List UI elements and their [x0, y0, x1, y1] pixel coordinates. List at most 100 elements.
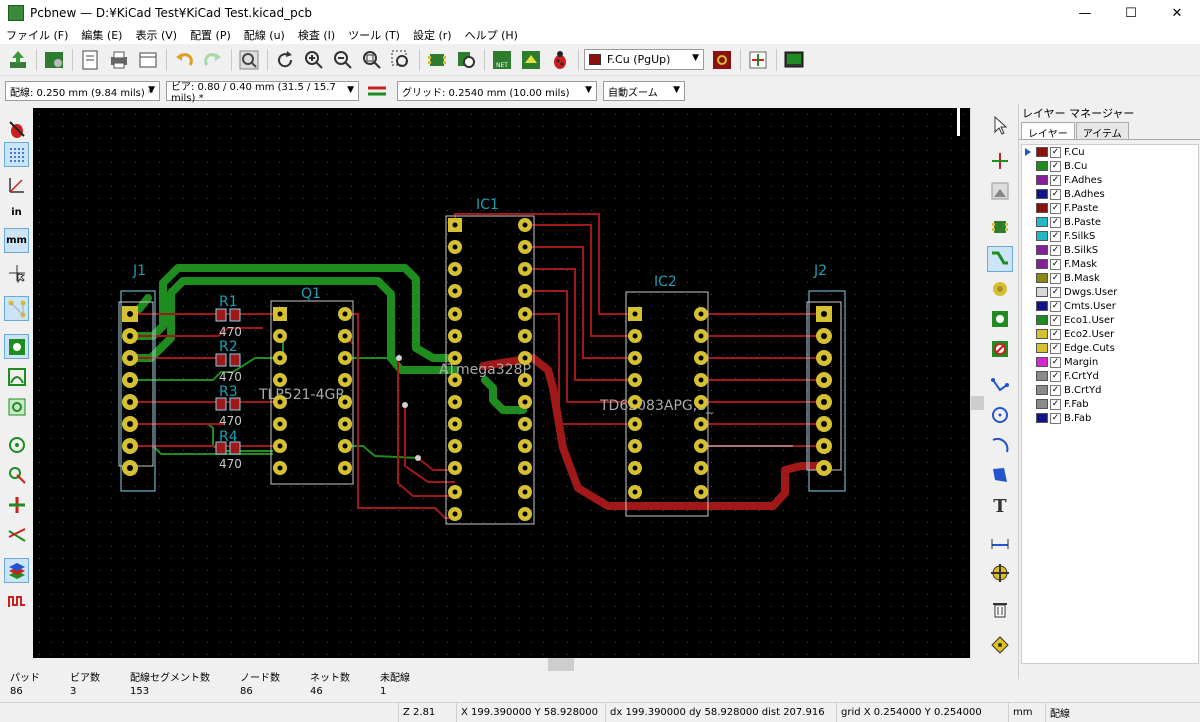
drc-off-button[interactable] [4, 116, 29, 141]
layer-color-swatch[interactable] [1036, 189, 1048, 199]
layer-row-eco2-user[interactable]: ✓Eco2.User [1022, 327, 1198, 341]
horizontal-scroll-thumb[interactable] [548, 658, 574, 671]
vertical-scroll-thumb[interactable] [971, 396, 984, 410]
layer-row-cmts-user[interactable]: ✓Cmts.User [1022, 299, 1198, 313]
zone-outline-display-button[interactable] [4, 364, 29, 389]
menu-place[interactable]: 配置 (P) [190, 29, 231, 42]
inch-units-button[interactable]: in [4, 200, 29, 225]
menu-preferences[interactable]: 設定 (r) [412, 29, 452, 42]
minimize-button[interactable]: — [1078, 5, 1092, 21]
track-width-select[interactable]: 配線: 0.250 mm (9.84 mils) * ▼ [5, 81, 160, 101]
layer-color-swatch[interactable] [1036, 413, 1048, 423]
redo-button[interactable] [201, 48, 225, 72]
add-footprint-button[interactable] [987, 214, 1013, 240]
layer-visibility-checkbox[interactable]: ✓ [1050, 188, 1061, 200]
pad-sketch-button[interactable] [4, 432, 29, 457]
save-board-button[interactable] [6, 48, 30, 72]
layer-row-f-paste[interactable]: ✓F.Paste [1022, 201, 1198, 215]
high-contrast-button[interactable] [4, 522, 29, 547]
zone-fill-display-button[interactable] [4, 334, 29, 359]
layer-row-margin[interactable]: ✓Margin [1022, 355, 1198, 369]
tab-layers[interactable]: レイヤー [1021, 122, 1075, 140]
add-target-button[interactable] [987, 560, 1013, 586]
zoom-out-button[interactable] [331, 48, 355, 72]
layer-row-b-crtyd[interactable]: ✓B.CrtYd [1022, 383, 1198, 397]
layer-visibility-checkbox[interactable]: ✓ [1050, 202, 1061, 214]
undo-button[interactable] [172, 48, 196, 72]
layer-visibility-checkbox[interactable]: ✓ [1050, 146, 1061, 158]
layer-visibility-checkbox[interactable]: ✓ [1050, 160, 1061, 172]
redraw-button[interactable] [273, 48, 297, 72]
find-button[interactable] [237, 48, 261, 72]
add-text-button[interactable]: T [987, 492, 1013, 518]
layer-visibility-checkbox[interactable]: ✓ [1050, 398, 1061, 410]
track-sketch-button[interactable] [4, 492, 29, 517]
maximize-button[interactable]: ☐ [1125, 5, 1137, 21]
drc-button[interactable] [548, 48, 572, 72]
active-layer-select[interactable]: F.Cu (PgUp) ▼ [584, 49, 704, 70]
mm-units-button[interactable]: mm [4, 228, 29, 253]
layer-visibility-checkbox[interactable]: ✓ [1050, 412, 1061, 424]
netlist-button[interactable]: NET [490, 48, 514, 72]
layer-visibility-checkbox[interactable]: ✓ [1050, 230, 1061, 242]
layer-row-b-paste[interactable]: ✓B.Paste [1022, 215, 1198, 229]
layer-color-swatch[interactable] [1036, 399, 1048, 409]
layer-row-b-fab[interactable]: ✓B.Fab [1022, 411, 1198, 425]
menu-route[interactable]: 配線 (u) [243, 29, 285, 42]
layer-row-f-fab[interactable]: ✓F.Fab [1022, 397, 1198, 411]
layer-row-f-mask[interactable]: ✓F.Mask [1022, 257, 1198, 271]
layer-color-swatch[interactable] [1036, 273, 1048, 283]
footprint-editor-button[interactable] [425, 48, 449, 72]
layer-row-b-adhes[interactable]: ✓B.Adhes [1022, 187, 1198, 201]
print-button[interactable] [107, 48, 131, 72]
layer-color-swatch[interactable] [1036, 371, 1048, 381]
layer-row-b-silks[interactable]: ✓B.SilkS [1022, 243, 1198, 257]
draw-circle-button[interactable] [987, 402, 1013, 428]
zoom-selection-button[interactable] [389, 48, 413, 72]
microwave-tools-button[interactable] [4, 588, 29, 613]
polar-coords-button[interactable] [4, 172, 29, 197]
horizontal-scrollbar[interactable] [33, 658, 970, 672]
layer-color-swatch[interactable] [1036, 315, 1048, 325]
menu-inspect[interactable]: 検査 (I) [297, 29, 336, 42]
cursor-shape-button[interactable] [4, 260, 29, 285]
layer-visibility-checkbox[interactable]: ✓ [1050, 356, 1061, 368]
pcb-canvas[interactable]: J1 R1 [33, 108, 970, 658]
select-tool-button[interactable] [987, 112, 1013, 138]
board-setup-button[interactable] [42, 48, 66, 72]
layer-row-f-silks[interactable]: ✓F.SilkS [1022, 229, 1198, 243]
highlight-net-button[interactable] [987, 148, 1013, 174]
add-dimension-button[interactable] [987, 528, 1013, 554]
layer-visibility-checkbox[interactable]: ✓ [1050, 272, 1061, 284]
route-track-button[interactable] [987, 246, 1013, 272]
layer-row-b-cu[interactable]: ✓B.Cu [1022, 159, 1198, 173]
scripting-console-button[interactable] [782, 48, 806, 72]
microwave-toolbar-button[interactable] [746, 48, 770, 72]
zoom-in-button[interactable] [302, 48, 326, 72]
layer-row-f-cu[interactable]: ✓F.Cu [1022, 145, 1198, 159]
update-pcb-button[interactable] [519, 48, 543, 72]
layer-color-swatch[interactable] [1036, 287, 1048, 297]
layer-visibility-checkbox[interactable]: ✓ [1050, 370, 1061, 382]
zoom-select[interactable]: 自動ズーム ▼ [603, 81, 685, 101]
layer-row-eco1-user[interactable]: ✓Eco1.User [1022, 313, 1198, 327]
layer-color-swatch[interactable] [1036, 357, 1048, 367]
add-via-button[interactable] [987, 276, 1013, 302]
zone-sketch-display-button[interactable] [4, 394, 29, 419]
layer-pair-button[interactable] [710, 48, 734, 72]
layer-row-f-adhes[interactable]: ✓F.Adhes [1022, 173, 1198, 187]
grid-select[interactable]: グリッド: 0.2540 mm (10.00 mils) ▼ [397, 81, 597, 101]
draw-polygon-button[interactable] [987, 462, 1013, 488]
layer-visibility-checkbox[interactable]: ✓ [1050, 174, 1061, 186]
layer-visibility-checkbox[interactable]: ✓ [1050, 314, 1061, 326]
layer-color-swatch[interactable] [1036, 343, 1048, 353]
layer-row-dwgs-user[interactable]: ✓Dwgs.User [1022, 285, 1198, 299]
menu-tools[interactable]: ツール (T) [348, 29, 400, 42]
menu-view[interactable]: 表示 (V) [135, 29, 178, 42]
show-grid-button[interactable] [4, 142, 29, 167]
layer-color-swatch[interactable] [1036, 175, 1048, 185]
layer-color-swatch[interactable] [1036, 147, 1048, 157]
auto-track-width-button[interactable] [365, 79, 389, 103]
footprint-viewer-button[interactable] [454, 48, 478, 72]
layer-row-f-crtyd[interactable]: ✓F.CrtYd [1022, 369, 1198, 383]
